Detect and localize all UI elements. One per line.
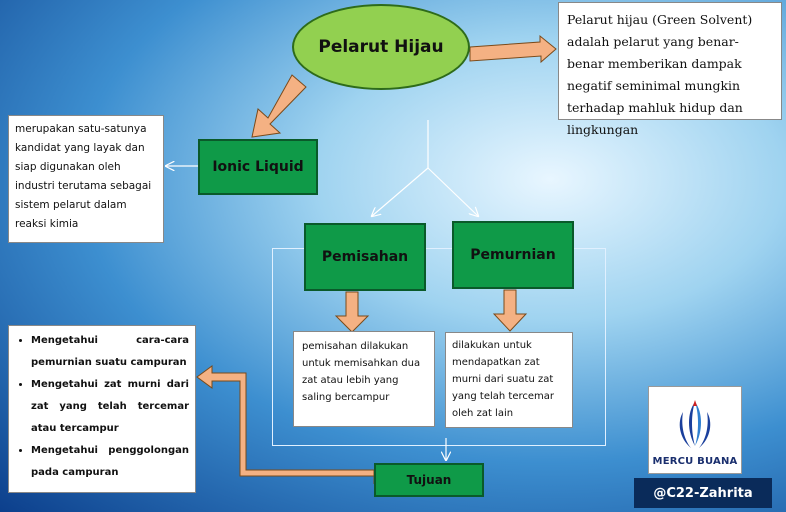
goal-item: Mengetahui penggolongan pada campuran: [31, 440, 189, 484]
pemisahan-description: pemisahan dilakukan untuk memisahkan dua…: [293, 331, 435, 427]
goal-item: Mengetahui cara-cara pemurnian suatu cam…: [31, 330, 189, 374]
logo-emblem-icon: [679, 400, 711, 448]
fork-line-right: [427, 167, 478, 216]
goal-item: Mengetahui zat murni dari zat yang telah…: [31, 374, 189, 440]
arrow-pemurnian-down: [492, 289, 528, 332]
arrow-tujuan-to-goals: [196, 365, 375, 484]
goals-list-box: Mengetahui cara-cara pemurnian suatu cam…: [8, 325, 196, 493]
arrow-pemisahan-down: [334, 291, 370, 333]
mercu-buana-logo: MERCU BUANA: [648, 386, 742, 474]
connector-frame: [272, 248, 606, 446]
green-solvent-definition: Pelarut hijau (Green Solvent) adalah pel…: [558, 2, 782, 137]
tujuan-node: Tujuan: [374, 463, 484, 497]
ionic-liquid-description: merupakan satu-satunya kandidat yang lay…: [8, 115, 164, 243]
fork-line-left: [372, 167, 429, 216]
ionic-liquid-node: Ionic Liquid: [198, 139, 318, 195]
goals-list: Mengetahui cara-cara pemurnian suatu cam…: [17, 330, 189, 484]
pemisahan-node: Pemisahan: [304, 223, 426, 291]
pemurnian-description: dilakukan untuk mendapatkan zat murni da…: [445, 332, 573, 428]
arrow-oval-to-def: [469, 34, 557, 64]
arrow-oval-to-ionic: [251, 74, 307, 138]
author-watermark: @C22-Zahrita: [634, 478, 772, 508]
pemurnian-node: Pemurnian: [452, 221, 574, 289]
logo-text: MERCU BUANA: [652, 456, 738, 467]
pelarut-hijau-node: Pelarut Hijau: [292, 4, 470, 90]
